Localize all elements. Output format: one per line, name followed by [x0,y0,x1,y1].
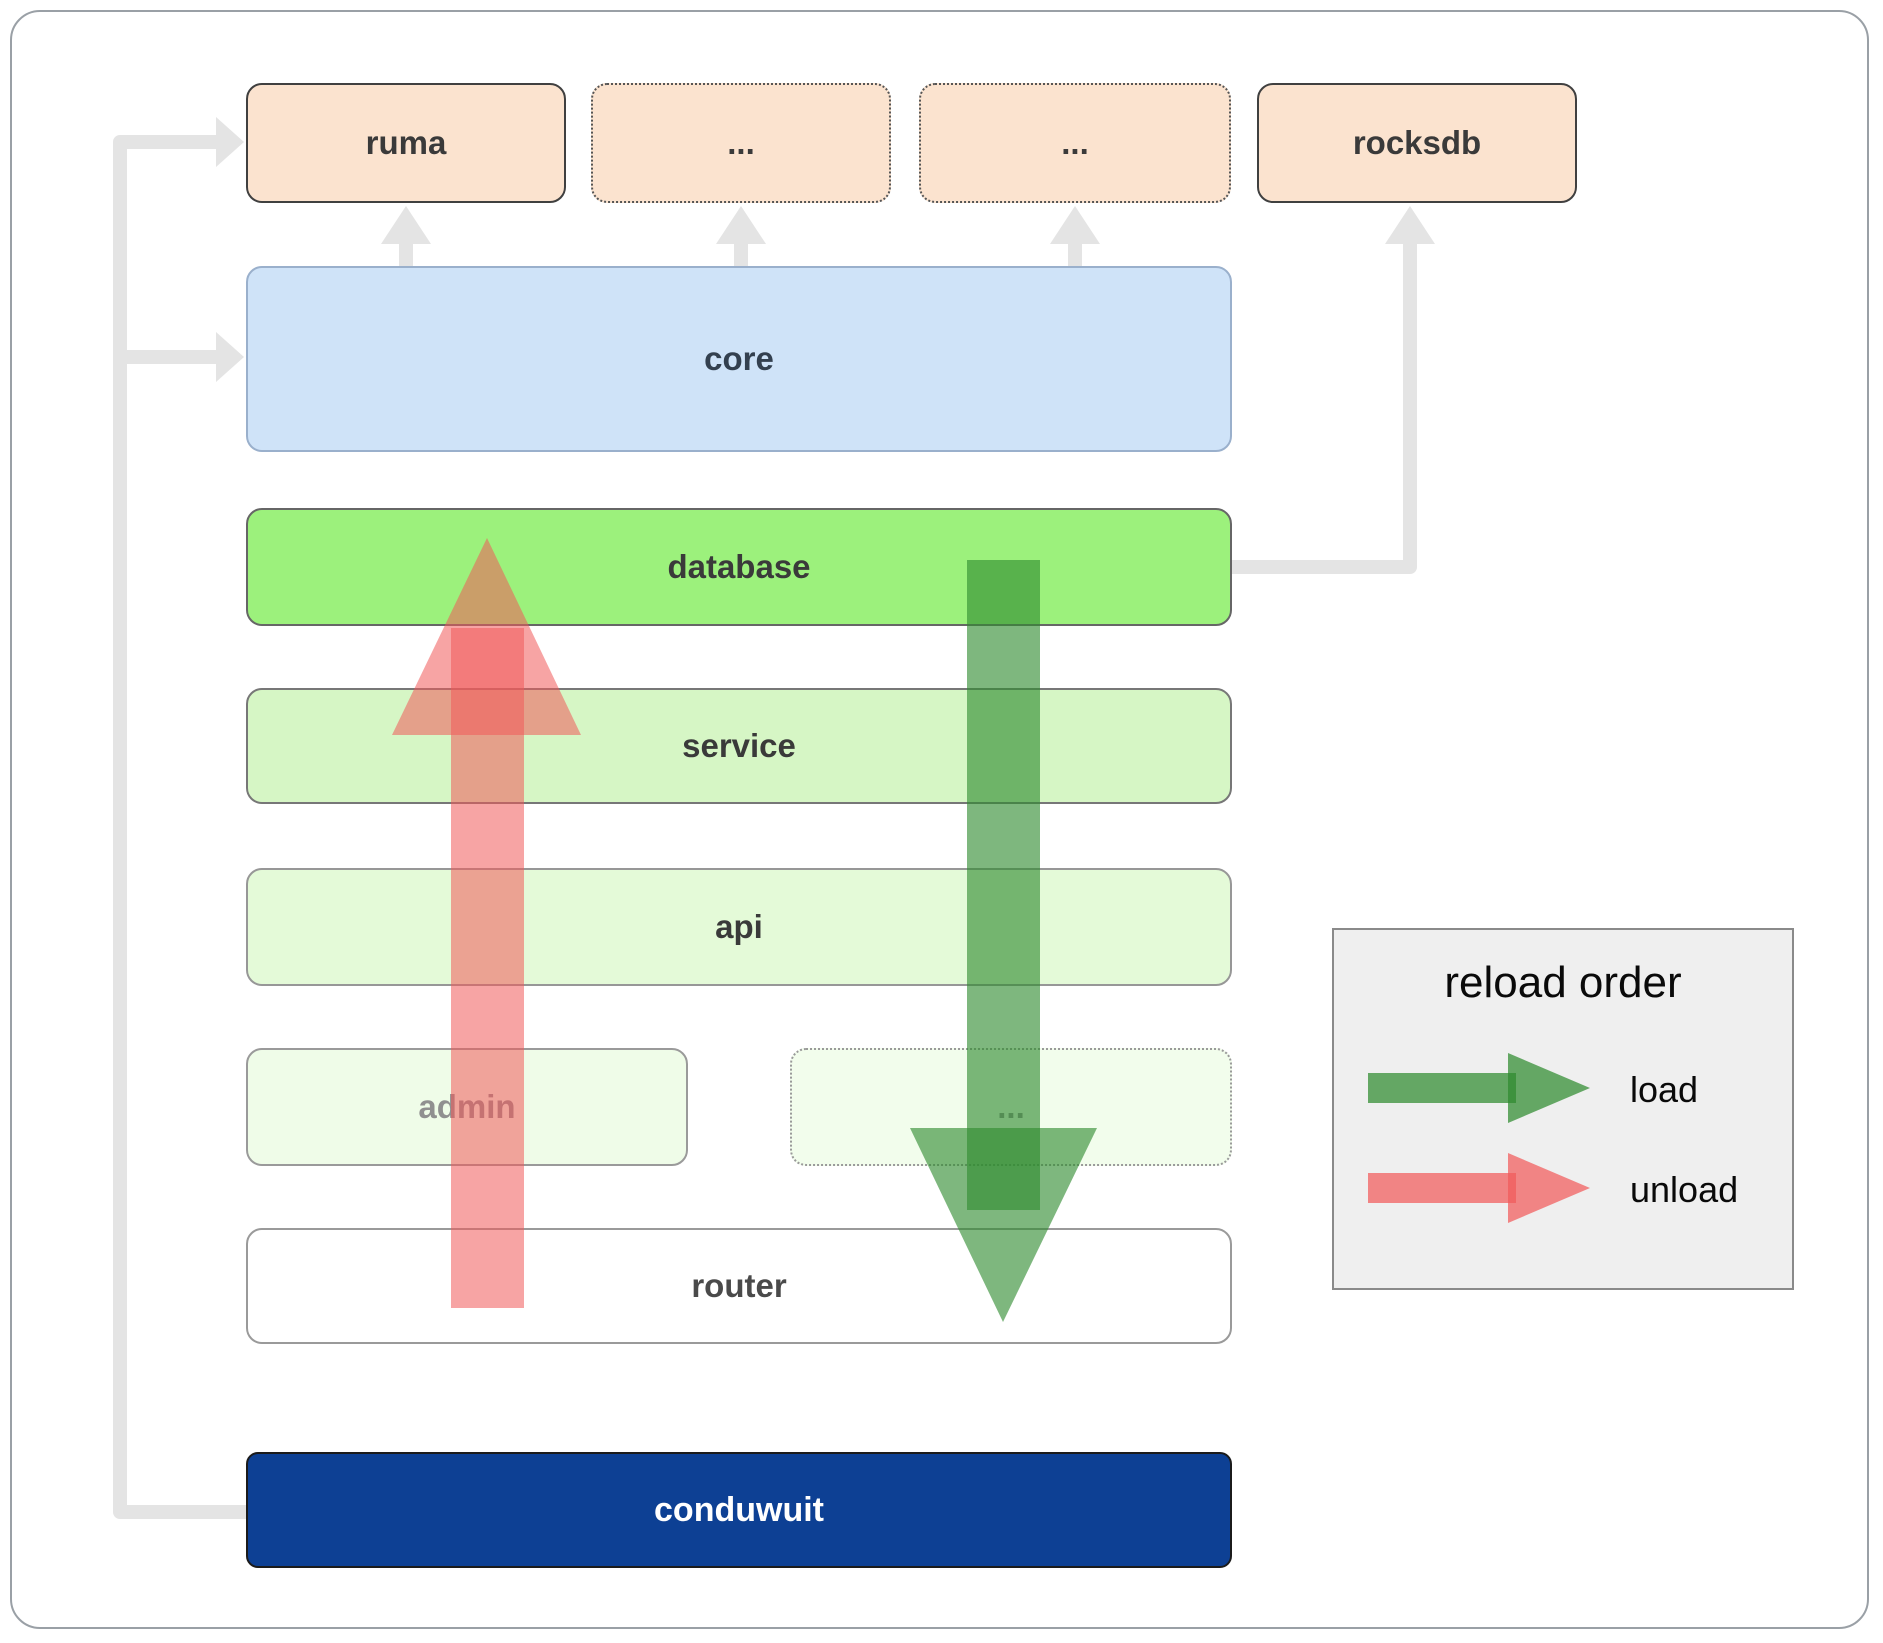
node-conduwuit: conduwuit [246,1452,1232,1568]
node-ruma: ruma [246,83,566,203]
node-core-label: core [704,340,774,377]
node-service: service [246,688,1232,804]
node-conduwuit-label: conduwuit [654,1490,824,1529]
legend-load-label: load [1630,1069,1699,1110]
node-ruma-label: ruma [365,124,447,161]
node-router-label: router [691,1267,787,1304]
node-dependency-ellipsis-1: ... [591,83,891,203]
legend-reload-order: reload order load unload [1332,928,1794,1290]
node-service-ellipsis: ... [790,1048,1232,1166]
node-rocksdb-label: rocksdb [1352,124,1482,161]
legend-title: reload order [1444,958,1682,1007]
node-database: database [246,508,1232,626]
node-dependency-ellipsis-2: ... [919,83,1231,203]
node-core: core [246,266,1232,452]
node-dependency-ellipsis-2-label: ... [1061,124,1089,161]
node-rocksdb: rocksdb [1257,83,1577,203]
node-router: router [246,1228,1232,1344]
node-service-ellipsis-label: ... [997,1088,1025,1125]
node-database-label: database [667,548,811,585]
node-admin-label: admin [418,1088,516,1125]
node-service-label: service [682,727,796,764]
node-api: api [246,868,1232,986]
node-admin: admin [246,1048,688,1166]
node-api-label: api [715,908,763,945]
diagram-border [10,10,1869,1629]
node-dependency-ellipsis-1-label: ... [727,124,755,161]
legend-unload-label: unload [1630,1169,1739,1210]
